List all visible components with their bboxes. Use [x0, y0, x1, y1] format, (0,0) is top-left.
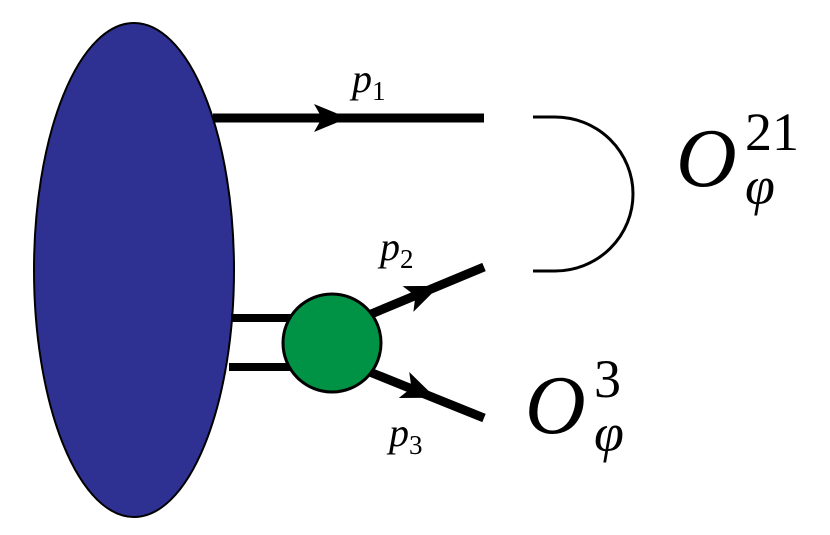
- arrow-p3: [398, 372, 436, 398]
- label-p2: p2: [377, 224, 414, 274]
- operator-o3-symbol: O: [525, 359, 586, 452]
- arrow-p1: [314, 104, 348, 132]
- blob: [33, 22, 235, 518]
- label-p3: p3: [386, 410, 423, 460]
- operator-o21-subscript: φ: [745, 156, 775, 216]
- operator-o21-superscript: 21: [745, 102, 799, 162]
- label-p1: p1: [349, 56, 386, 106]
- contraction-arc: [533, 115, 635, 273]
- operator-o21-symbol: O: [676, 112, 737, 205]
- arrow-p2: [402, 285, 440, 312]
- operator-o3-subscript: φ: [594, 403, 624, 463]
- operator-o21: O 21 φ: [676, 102, 799, 216]
- operator-o3: O 3 φ: [525, 349, 624, 463]
- operator-o3-superscript: 3: [594, 349, 621, 409]
- vertex: [281, 292, 383, 394]
